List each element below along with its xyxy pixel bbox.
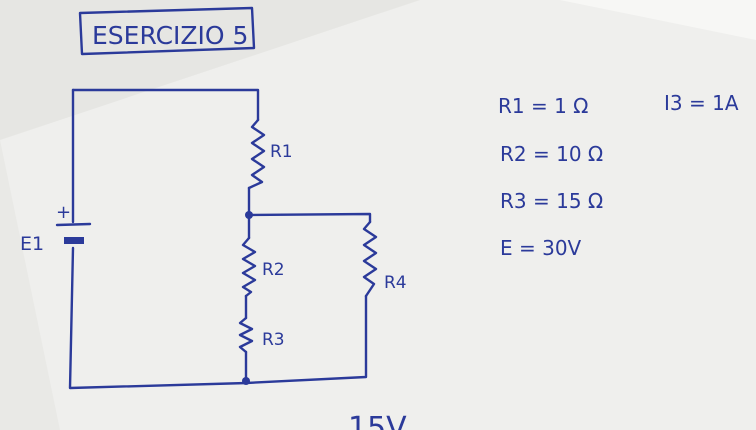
battery-e1-symbol <box>55 222 92 244</box>
top-wire <box>71 88 260 122</box>
given-r2: R2 = 10 Ω <box>500 142 603 166</box>
r1-label: R1 <box>270 142 293 162</box>
battery-long-plate <box>55 222 92 227</box>
battery-short-plate <box>64 237 84 244</box>
given-r1: R1 = 1 Ω <box>498 94 588 118</box>
given-values: R1 = 1 Ω I3 = 1A R2 = 10 Ω R3 = 15 Ω E =… <box>498 91 739 260</box>
r4-label: R4 <box>384 273 407 293</box>
paper-edge <box>0 140 60 430</box>
left-bottom-wire <box>68 246 249 390</box>
partial-bottom-text: 15V <box>348 411 407 430</box>
r3-resistor-symbol <box>238 316 254 354</box>
paper-fold-shadow <box>0 0 420 140</box>
battery-plus-label: + <box>56 202 71 223</box>
given-i3: I3 = 1A <box>664 91 739 115</box>
r4-resistor-symbol <box>362 220 378 298</box>
r2-resistor-symbol <box>241 236 257 298</box>
junction-node-bottom <box>242 377 250 385</box>
junction-node-top <box>245 211 253 219</box>
given-e: E = 30V <box>500 236 582 260</box>
circuit-diagram <box>55 88 378 390</box>
battery-e1-label: E1 <box>20 233 44 255</box>
given-r3: R3 = 15 Ω <box>500 189 603 213</box>
r1-resistor-symbol <box>247 118 266 190</box>
r4-top-wire <box>247 186 372 224</box>
title-box <box>78 6 256 56</box>
paper-highlight <box>560 0 756 40</box>
bottom-right-wire <box>244 294 368 385</box>
r2-label: R2 <box>262 260 285 280</box>
r3-label: R3 <box>262 330 285 350</box>
page-title: ESERCIZIO 5 <box>92 21 248 50</box>
